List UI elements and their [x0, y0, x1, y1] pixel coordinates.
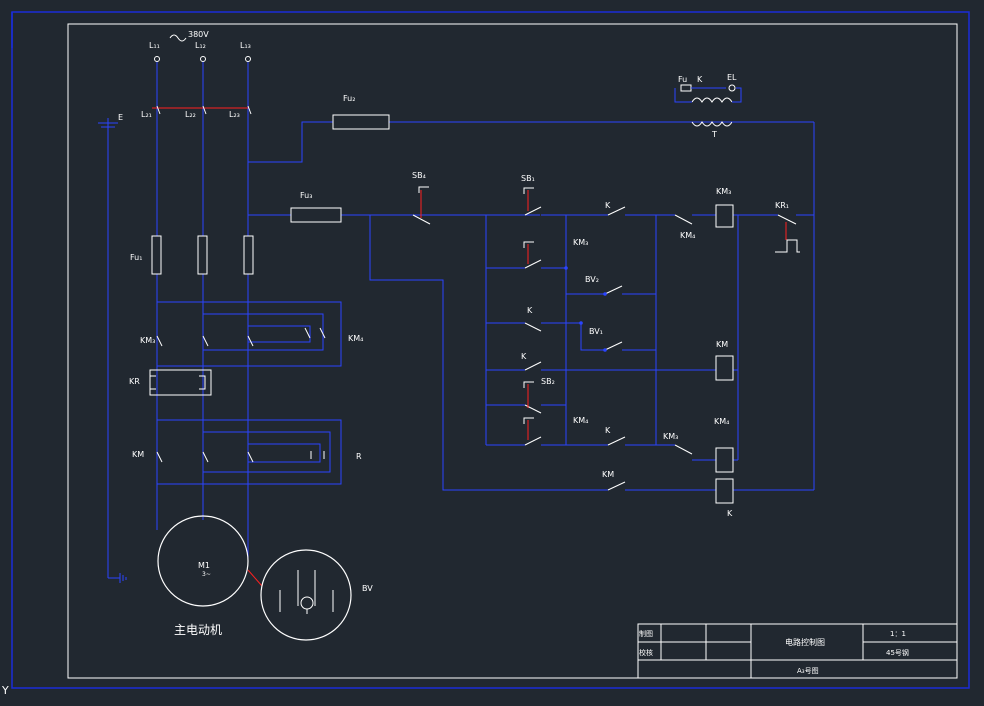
km4-coil-label: KM₄	[714, 417, 729, 426]
k2-label: K	[521, 352, 527, 361]
motor-sub-label: 3~	[202, 571, 211, 578]
motor-m1	[157, 515, 263, 607]
sb2-label: SB₂	[541, 377, 555, 386]
bv-label: BV	[362, 584, 373, 593]
el-label: EL	[727, 73, 737, 82]
kr1-label: KR₁	[775, 201, 789, 210]
earth-label: E	[118, 113, 123, 122]
transformer	[680, 84, 736, 127]
sb4-label: SB₄	[412, 171, 426, 180]
l21-label: L₂₁	[141, 110, 152, 119]
isolator-switch	[152, 105, 252, 115]
ac-symbol	[169, 34, 187, 42]
control-actuators	[420, 190, 787, 440]
motor-label: M1	[198, 561, 210, 570]
fu-label: Fu	[678, 75, 687, 84]
bv2-label: BV₂	[585, 275, 599, 284]
k1-label: K	[527, 306, 533, 315]
k-coil-label: K	[727, 509, 733, 518]
transformer-wiring	[674, 87, 815, 490]
km4-nc-label: KM₄	[680, 231, 695, 240]
title-block	[637, 623, 958, 679]
motor-caption: 主电动机	[174, 623, 222, 637]
km3-main-label: KM₃	[140, 336, 155, 345]
sb1-label: SB₁	[521, 174, 535, 183]
outer-frame	[11, 11, 970, 689]
l13-label: L₁₃	[240, 41, 251, 50]
km3-aux-label: KM₃	[573, 238, 588, 247]
tb-number: 45号钢	[886, 648, 909, 657]
l22-label: L₂₂	[185, 110, 196, 119]
main-contacts	[149, 327, 326, 463]
relay-coils	[715, 204, 734, 504]
drawing-border	[67, 23, 958, 679]
km-main-label: KM	[132, 450, 144, 459]
supply-terminals	[154, 56, 251, 62]
control-contacts	[412, 186, 800, 491]
bv1-label: BV₁	[589, 327, 603, 336]
km4-no-label: KM₄	[573, 416, 588, 425]
tb-sheet: A₃号图	[797, 667, 819, 675]
km3-nc-label: KM₃	[663, 432, 678, 441]
r-label: R	[356, 452, 362, 461]
km-bottom-label: KM	[602, 470, 614, 479]
speed-relay-bv	[260, 549, 352, 641]
ucs-y-label: Y	[1, 684, 9, 697]
km3-coil-label: KM₃	[716, 187, 731, 196]
tr-k-label: K	[697, 75, 703, 84]
control-wiring	[369, 214, 814, 491]
l11-label: L₁₁	[149, 41, 160, 50]
km-coil-label: KM	[716, 340, 728, 349]
tb-scale: 1：1	[890, 630, 906, 638]
fuse-fu2	[332, 114, 390, 130]
fu3-label: Fu₃	[300, 191, 312, 200]
tb-title: 电路控制图	[785, 637, 825, 647]
control-nodes	[564, 266, 607, 352]
fu2-label: Fu₂	[343, 94, 355, 103]
tb-checked: 校核	[639, 648, 653, 657]
km4-main-label: KM₄	[348, 334, 363, 343]
main-fuses	[151, 235, 254, 275]
l12-label: L₁₂	[195, 41, 206, 50]
kr-label: KR	[129, 377, 140, 386]
k-top-label: K	[605, 201, 611, 210]
t-label: T	[711, 130, 717, 139]
voltage-label: 380V	[188, 30, 209, 39]
l23-label: L₂₃	[229, 110, 240, 119]
tb-drawn: 制图	[639, 629, 653, 638]
fuse-fu3	[290, 207, 342, 223]
k3-label: K	[605, 426, 611, 435]
fu1-label: Fu₁	[130, 253, 142, 262]
